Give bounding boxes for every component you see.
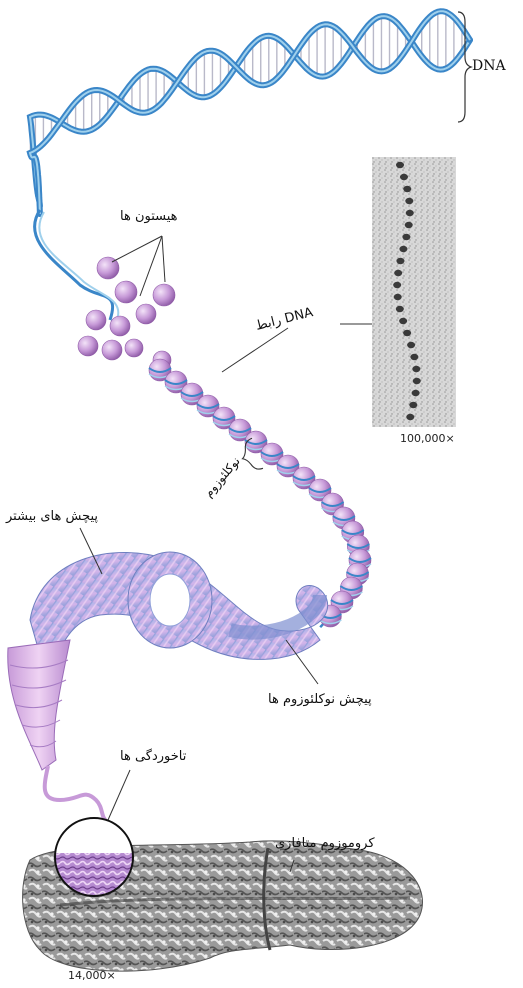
loops-pointer xyxy=(108,770,130,820)
micrograph-bead xyxy=(396,306,404,312)
histones-label: هیستون ها xyxy=(120,209,178,224)
histone-sphere xyxy=(102,340,122,360)
micrograph-bead xyxy=(393,282,401,288)
micrograph-bead xyxy=(409,402,417,408)
micrograph-bead xyxy=(407,342,415,348)
chromosome-magnification: 14,000× xyxy=(68,969,116,982)
micrograph-bead xyxy=(413,378,421,384)
histone-sphere xyxy=(110,316,130,336)
micrograph-bead xyxy=(396,162,404,168)
histone-sphere xyxy=(78,336,98,356)
micrograph-bead xyxy=(394,270,402,276)
micrograph-bead xyxy=(406,210,414,216)
micrograph-bead xyxy=(396,258,404,264)
loop-strand xyxy=(45,766,108,822)
further-coiling-label: پیچش های بیشتر xyxy=(6,509,98,524)
metaphase-chromosome-label: کروموزوم متافازی xyxy=(275,836,375,851)
micrograph-bead xyxy=(410,354,418,360)
micrograph-bead xyxy=(399,318,407,324)
micrograph-bead xyxy=(402,234,410,240)
nucleosome-coiling-label: پیچش نوکلئوزوم ها xyxy=(268,692,372,707)
micrograph-bead xyxy=(399,246,407,252)
histone-sphere xyxy=(153,284,175,306)
micrograph-bead xyxy=(403,330,411,336)
histone-sphere xyxy=(115,281,137,303)
histone-sphere xyxy=(125,339,143,357)
histone-sphere xyxy=(136,304,156,324)
linker-pointer-line xyxy=(222,328,288,372)
micrograph-bead xyxy=(403,186,411,192)
coiled-fiber xyxy=(30,552,328,690)
histone-sphere xyxy=(86,310,106,330)
micrograph-bead xyxy=(412,366,420,372)
micrograph-bead xyxy=(405,222,413,228)
micrograph-bead xyxy=(405,198,413,204)
micrograph-magnification: 100,000× xyxy=(400,432,455,445)
histone-cluster xyxy=(78,257,175,369)
loops-label: تاخوردگی ها xyxy=(120,749,186,764)
micrograph-bead xyxy=(406,414,414,420)
dna-label: DNA xyxy=(472,58,506,74)
micrograph-bead xyxy=(412,390,420,396)
electron-micrograph xyxy=(372,157,456,427)
micrograph-bead xyxy=(400,174,408,180)
micrograph-bead xyxy=(394,294,402,300)
